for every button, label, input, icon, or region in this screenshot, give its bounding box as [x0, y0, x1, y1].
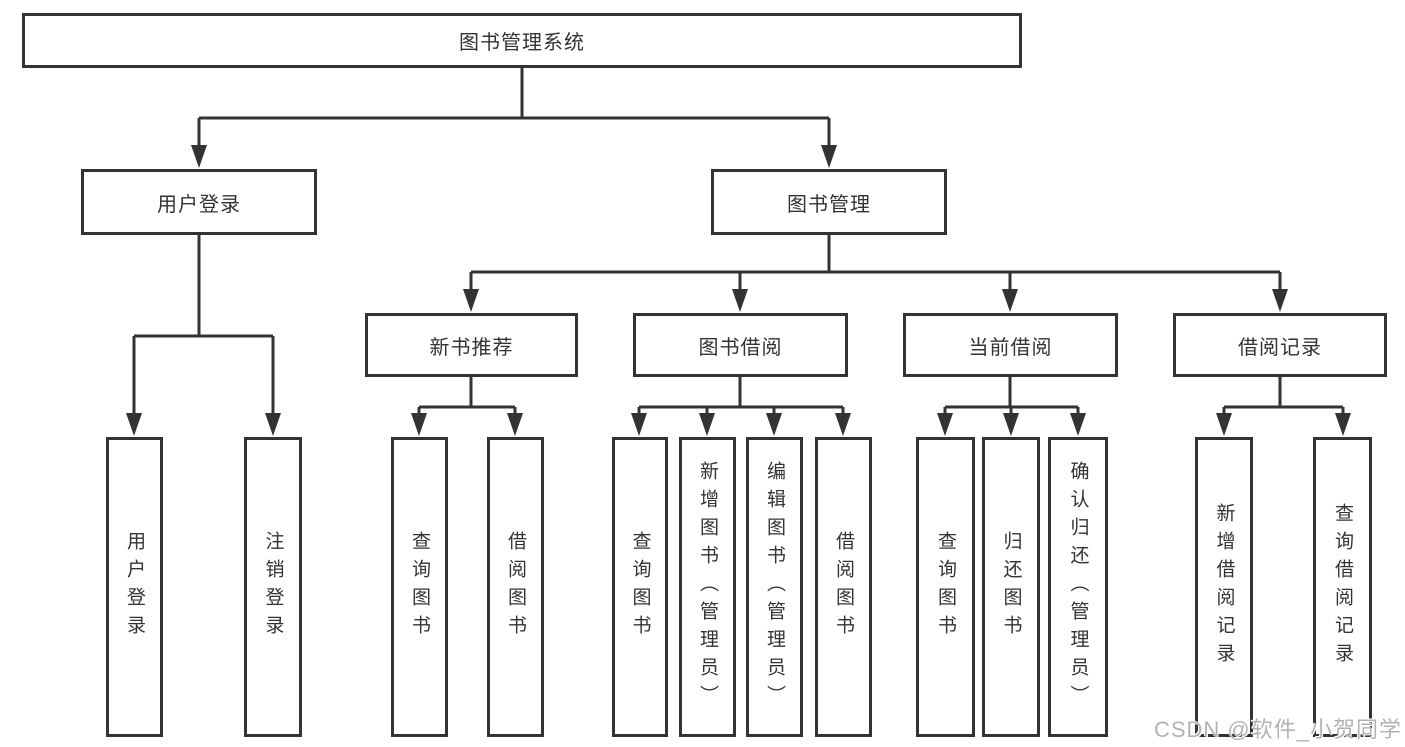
- node-label: 借阅图书: [833, 531, 854, 643]
- node-label: 注销登录: [262, 531, 284, 643]
- connector-current-borrow-to-leaves: [943, 377, 1080, 416]
- leaf-user-login: 用户登录: [106, 437, 163, 737]
- node-label: 查询图书: [935, 531, 956, 643]
- node-book-borrow: 图书借阅: [633, 313, 848, 377]
- arrowhead: [191, 145, 207, 168]
- watermark: CSDN @软件_小贺同学: [1153, 717, 1402, 742]
- node-label: 查询图书: [629, 531, 651, 643]
- connector-borrow-records-to-leaves: [1222, 377, 1345, 416]
- arrowhead: [1272, 289, 1288, 312]
- node-label: 归还图书: [1000, 531, 1022, 643]
- node-label: 借阅图书: [505, 531, 526, 643]
- connector-book-borrow-to-leaves: [637, 377, 845, 416]
- node-library-system: 图书管理系统: [22, 13, 1022, 68]
- node-current-borrow: 当前借阅: [903, 313, 1118, 377]
- leaf-query-books-current: 查询图书: [916, 437, 975, 737]
- arrowhead: [699, 413, 715, 436]
- arrowhead: [411, 413, 427, 436]
- arrowhead: [507, 413, 523, 436]
- leaf-borrow-books-recommend: 借阅图书: [487, 437, 544, 737]
- arrowhead: [766, 413, 782, 436]
- node-borrow-records: 借阅记录: [1173, 313, 1387, 377]
- arrowhead: [463, 289, 479, 312]
- connector-book-management-to-level3: [469, 235, 1282, 292]
- node-label: 图书管理系统: [459, 32, 585, 54]
- node-new-book-recommend: 新书推荐: [365, 313, 578, 377]
- arrowhead: [126, 413, 142, 436]
- leaf-query-borrow-record: 查询借阅记录: [1313, 437, 1372, 737]
- leaf-add-borrow-record: 新增借阅记录: [1195, 437, 1253, 737]
- leaf-add-book-admin: 新增图书（管理员）: [679, 437, 736, 737]
- leaf-logout: 注销登录: [244, 437, 302, 737]
- node-label: 用户登录: [124, 531, 145, 643]
- leaf-edit-book-admin: 编辑图书（管理员）: [746, 437, 803, 737]
- leaf-borrow-books: 借阅图书: [815, 437, 872, 737]
- node-label: 图书管理: [787, 193, 871, 216]
- arrowhead: [1003, 413, 1019, 436]
- arrowhead: [937, 413, 953, 436]
- arrowhead: [821, 145, 837, 168]
- node-label: 借阅记录: [1238, 336, 1322, 359]
- connector-root-to-level2: [197, 68, 831, 148]
- node-label: 新增借阅记录: [1213, 503, 1235, 671]
- arrowhead: [631, 413, 647, 436]
- arrowhead: [1070, 413, 1086, 436]
- node-label: 确认归还（管理员）: [1067, 461, 1089, 713]
- arrowhead: [732, 289, 748, 312]
- node-label: 查询借阅记录: [1332, 503, 1353, 671]
- connector-user-login-to-leaves: [132, 233, 275, 414]
- node-label: 编辑图书（管理员）: [764, 461, 785, 713]
- connector-new-book-recommend-to-leaves: [417, 377, 517, 416]
- arrowhead: [1335, 413, 1351, 436]
- node-label: 图书借阅: [698, 336, 783, 359]
- node-label: 当前借阅: [968, 336, 1053, 359]
- node-book-management: 图书管理: [711, 169, 947, 235]
- node-label: 查询图书: [409, 531, 430, 643]
- node-label: 用户登录: [157, 193, 241, 216]
- leaf-confirm-return-admin: 确认归还（管理员）: [1048, 437, 1108, 737]
- node-label: 新增图书（管理员）: [697, 461, 718, 713]
- arrowhead: [835, 413, 851, 436]
- leaf-query-books-borrow: 查询图书: [612, 437, 668, 737]
- leaf-query-books-recommend: 查询图书: [391, 437, 448, 737]
- arrowhead: [1216, 413, 1232, 436]
- node-user-login: 用户登录: [81, 169, 317, 235]
- leaf-return-book: 归还图书: [982, 437, 1040, 737]
- node-label: 新书推荐: [429, 336, 514, 359]
- arrowhead: [265, 413, 281, 436]
- arrowhead: [1002, 289, 1018, 312]
